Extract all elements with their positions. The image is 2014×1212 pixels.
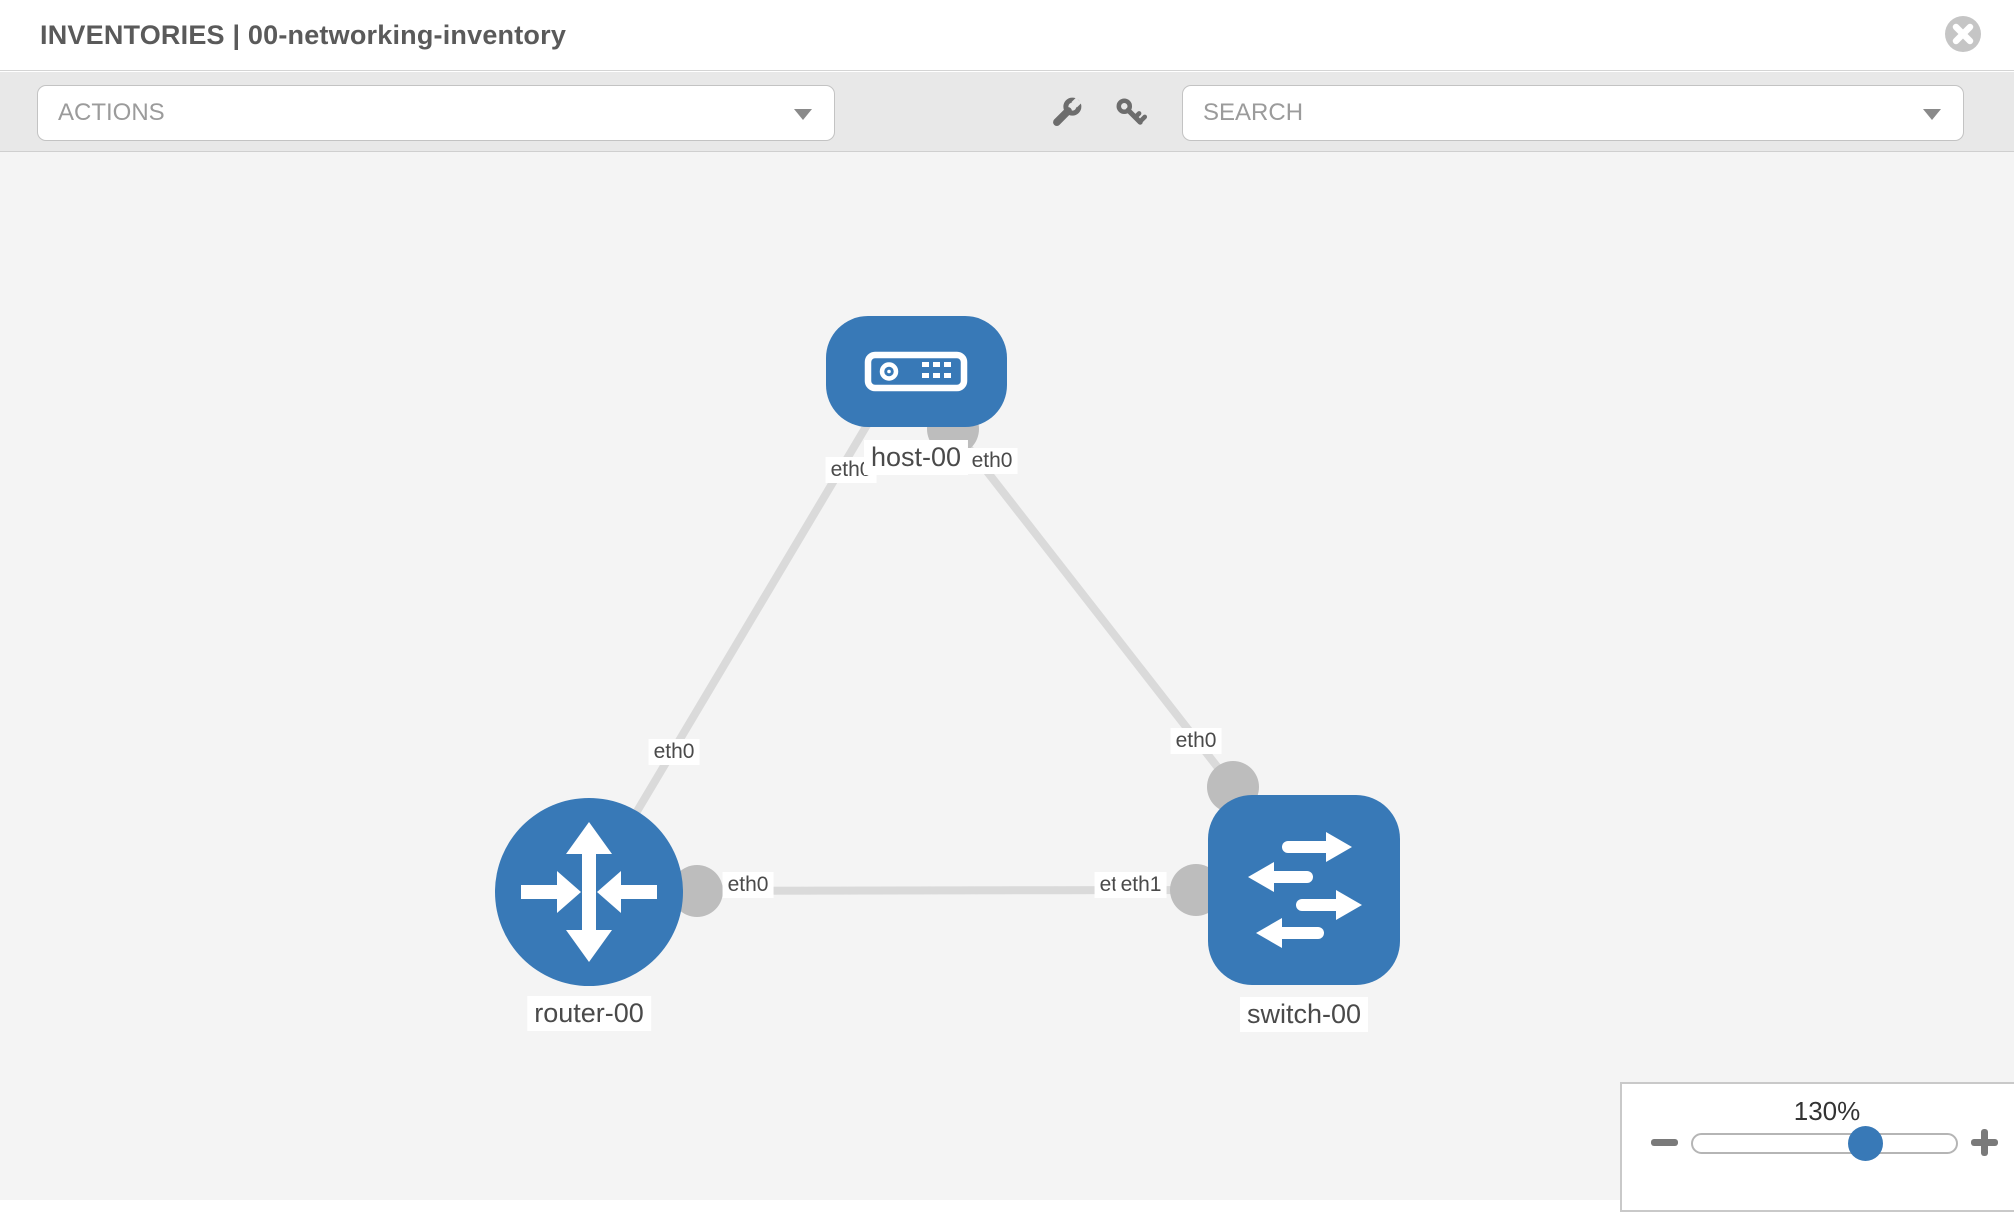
interface-label: eth0 <box>648 739 700 765</box>
zoom-out-button[interactable] <box>1651 1139 1678 1146</box>
interface-label: eth0 <box>966 448 1018 474</box>
search-dropdown[interactable]: SEARCH <box>1182 85 1964 141</box>
interface-label: eth0 <box>825 457 877 483</box>
zoom-in-button[interactable] <box>1971 1129 1998 1156</box>
close-icon[interactable] <box>1944 15 1982 53</box>
chevron-down-icon <box>794 109 812 120</box>
zoom-level: 130% <box>1793 1096 1861 1126</box>
node-host-00[interactable] <box>826 316 1007 427</box>
key-icon[interactable] <box>1113 95 1149 131</box>
toolbar: ACTIONS SEARCH <box>0 72 2014 152</box>
chevron-down-icon <box>1923 109 1941 120</box>
node-label-host: host-00 <box>863 440 969 475</box>
interface-label: eth1 <box>1115 872 1167 898</box>
zoom-panel: 130% <box>1620 1082 2014 1212</box>
interface-label: eth0 <box>722 872 774 898</box>
actions-dropdown[interactable]: ACTIONS <box>37 85 835 141</box>
topology-canvas[interactable]: eth0 eth0 eth0 eth0 eth1 eth0 eth0 host-… <box>0 152 2014 1200</box>
page-title: INVENTORIES | 00-networking-inventory <box>40 20 567 50</box>
zoom-slider[interactable] <box>1691 1126 1958 1161</box>
header-bar: INVENTORIES | 00-networking-inventory <box>0 0 2014 71</box>
actions-dropdown-value: ACTIONS <box>58 99 165 126</box>
router-icon <box>521 822 657 962</box>
interface-connector[interactable] <box>671 865 723 917</box>
node-label-switch: switch-00 <box>1239 997 1369 1032</box>
search-dropdown-value: SEARCH <box>1203 99 1304 126</box>
server-icon <box>864 351 968 392</box>
link-host-switch[interactable] <box>946 421 1237 790</box>
zoom-slider-thumb[interactable] <box>1848 1126 1883 1161</box>
node-router-00[interactable] <box>495 798 683 986</box>
switch-icon <box>1248 832 1362 948</box>
wrench-icon[interactable] <box>1048 95 1084 131</box>
node-switch-00[interactable] <box>1208 795 1400 985</box>
node-label-router: router-00 <box>527 996 651 1031</box>
interface-label: eth0 <box>1170 728 1222 754</box>
